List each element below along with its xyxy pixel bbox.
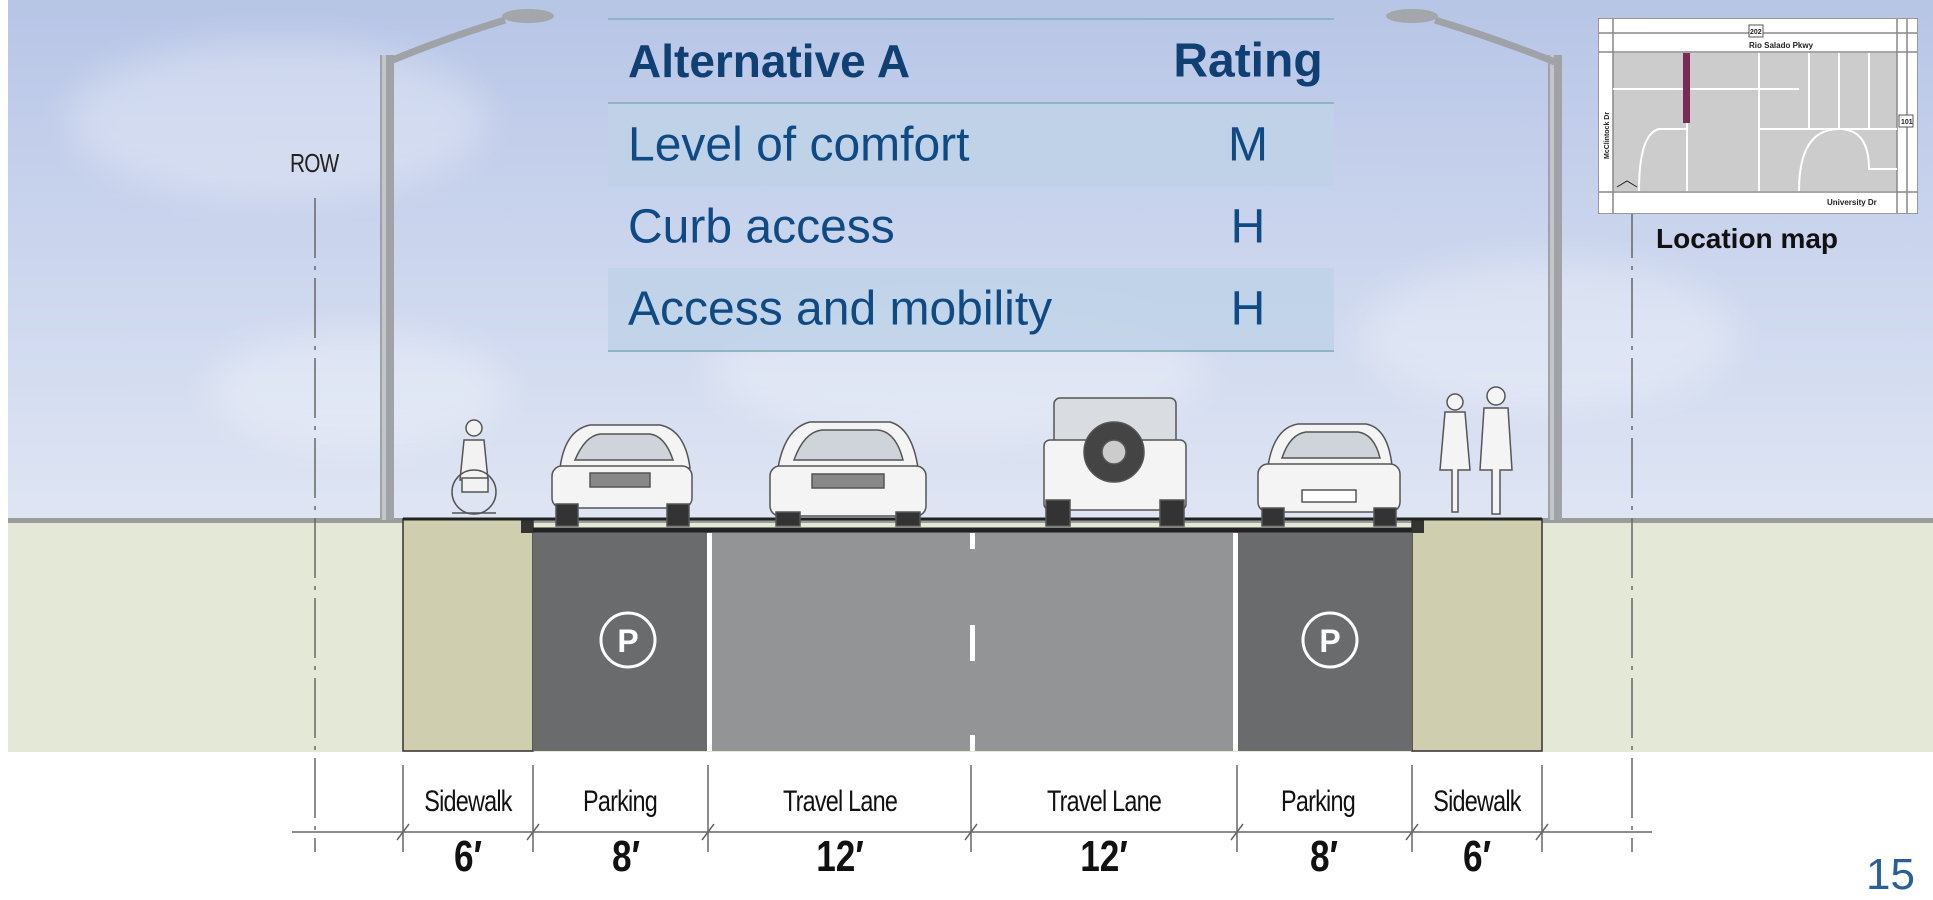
car-travel-left-icon: [769, 421, 927, 527]
segment-label: Parking: [583, 785, 658, 818]
suv-travel-right-icon: [1043, 397, 1187, 527]
rating-value: H: [1230, 200, 1266, 254]
ratings-table: Alternative A Rating Level of comfort M …: [608, 18, 1334, 352]
rating-column-header: Rating: [1173, 34, 1323, 88]
segment-width: 6′: [1462, 832, 1492, 881]
study-segment-highlight: [1683, 53, 1690, 123]
svg-text:101: 101: [1901, 119, 1913, 126]
street-cross-section: P P: [292, 9, 1652, 852]
segment-label: Sidewalk: [424, 785, 512, 818]
pedestrians-icon: [1439, 386, 1513, 515]
svg-text:Rio Salado Pkwy: Rio Salado Pkwy: [1749, 41, 1814, 50]
segment-width: 6′: [453, 832, 483, 881]
parking-lane-left: [533, 531, 708, 751]
segment-width: 12′: [1080, 832, 1128, 881]
street-light-right-icon: [1386, 9, 1562, 520]
segment-label: Travel Lane: [782, 785, 898, 818]
parking-symbol-right-icon: P: [1301, 611, 1359, 669]
alternative-title: Alternative A: [628, 35, 911, 87]
car-parked-left-icon: [551, 424, 693, 527]
rating-row: Access and mobility H: [608, 268, 1334, 350]
svg-text:McClintock Dr: McClintock Dr: [1604, 112, 1611, 159]
criterion-label: Access and mobility: [628, 282, 1053, 336]
segment-width: 8′: [611, 832, 641, 881]
rating-value: H: [1230, 282, 1266, 336]
criterion-label: Level of comfort: [628, 118, 970, 172]
curb-left: [521, 519, 533, 533]
sidewalk-left: [402, 518, 534, 752]
criterion-label: Curb access: [628, 200, 895, 254]
car-parked-right-icon: [1257, 423, 1401, 527]
segment-width: 12′: [816, 832, 864, 881]
svg-text:P: P: [1319, 623, 1340, 659]
parking-symbol-left-icon: P: [599, 611, 657, 669]
street-light-left-icon: [380, 9, 554, 520]
wheelchair-user-icon: [451, 419, 497, 515]
segment-label: Parking: [1281, 785, 1356, 818]
sidewalk-right: [1411, 518, 1543, 752]
rating-row: Curb access H: [608, 186, 1334, 268]
row-label: ROW: [290, 148, 339, 178]
rating-row: Level of comfort M: [608, 104, 1334, 186]
location-map-caption: Location map: [1656, 223, 1839, 254]
svg-text:University Dr: University Dr: [1827, 198, 1877, 207]
segment-label: Travel Lane: [1046, 785, 1162, 818]
segment-label: Sidewalk: [1433, 785, 1521, 818]
rating-value: M: [1228, 118, 1268, 172]
page-number: 15: [1866, 850, 1915, 899]
parking-lane-right: [1237, 531, 1412, 751]
dimension-ticks: [396, 765, 1549, 852]
segment-width: 8′: [1309, 832, 1339, 881]
svg-text:202: 202: [1750, 29, 1762, 36]
location-map: Rio Salado Pkwy University Dr McClintock…: [1598, 18, 1918, 214]
curb-right: [1412, 519, 1424, 533]
ratings-header: Alternative A Rating: [608, 20, 1334, 104]
svg-text:P: P: [617, 623, 638, 659]
